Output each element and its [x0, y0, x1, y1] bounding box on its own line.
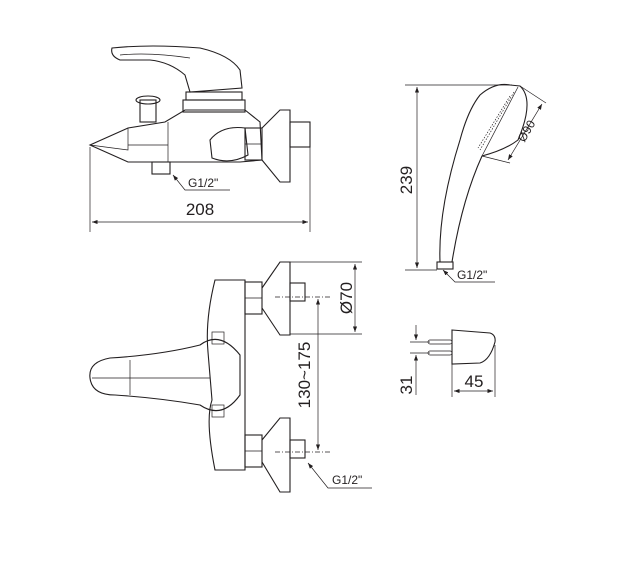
- front-view-faucet: [89, 261, 306, 493]
- length-dimension-label: 208: [186, 200, 214, 219]
- holder-width-label: 45: [465, 372, 484, 391]
- front-view-dimensions: 130~175 Ø70 G1/2": [275, 261, 372, 489]
- front-thread-label: G1/2": [332, 473, 362, 487]
- holder-height-label: 31: [397, 376, 416, 395]
- hand-shower: [436, 83, 528, 270]
- head-diameter-label: Ø90: [515, 117, 539, 144]
- height-dimension-label: 239: [397, 166, 416, 194]
- shower-thread-label: G1/2": [457, 268, 487, 282]
- side-view-dimensions: 208 G1/2": [89, 147, 311, 232]
- center-distance-label: 130~175: [295, 342, 314, 409]
- side-view-faucet: [88, 45, 311, 183]
- holder-dimensions: 31 45: [397, 325, 496, 397]
- shower-holder: [427, 329, 496, 365]
- side-thread-label: G1/2": [188, 176, 218, 190]
- flange-diameter-label: Ø70: [337, 282, 356, 314]
